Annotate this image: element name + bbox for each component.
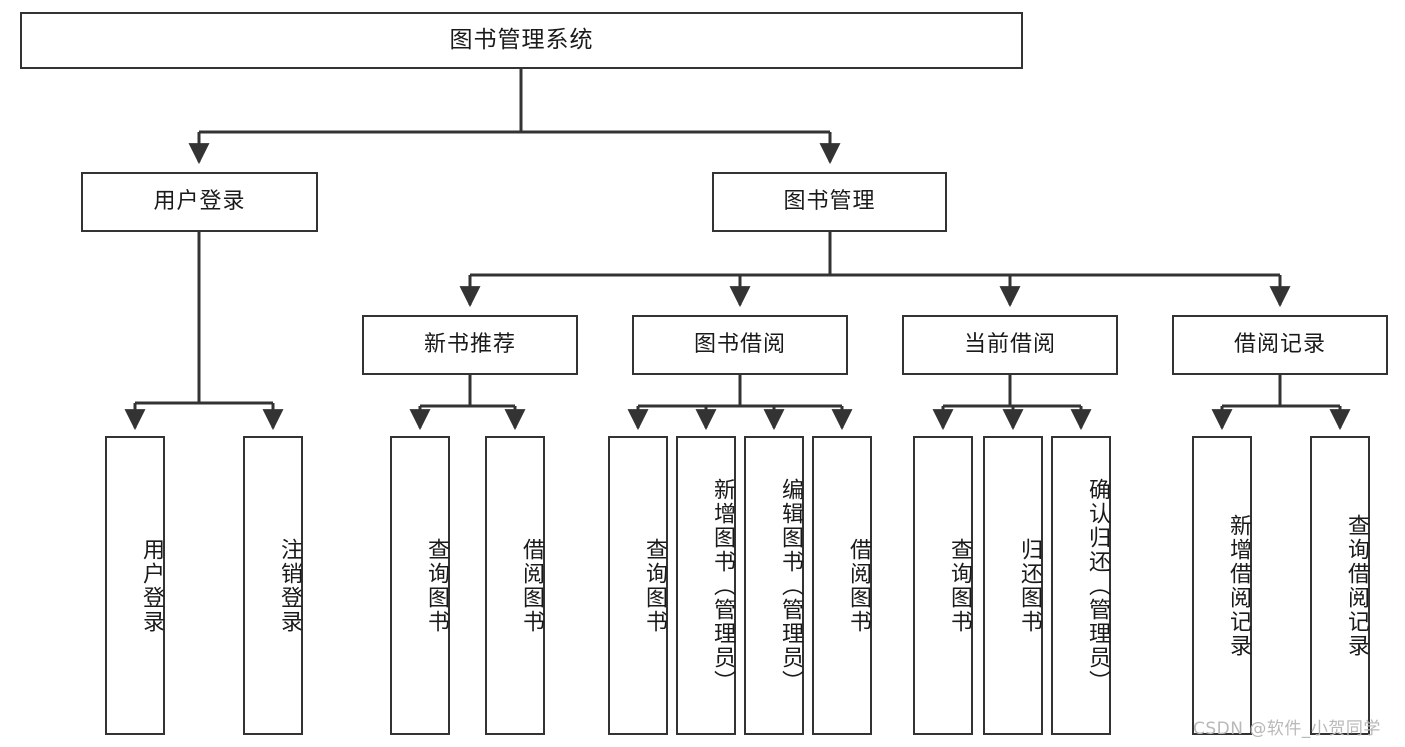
leaf-edit-book-admin[interactable]: 编辑图书（管理员） — [744, 436, 804, 735]
node-current-borrow-label: 当前借阅 — [963, 331, 1056, 357]
leaf-user-login[interactable]: 用户登录 — [105, 436, 165, 735]
node-current-borrow[interactable]: 当前借阅 — [902, 315, 1118, 375]
leaf-query-books-current-label: 查询图书 — [947, 537, 972, 634]
leaf-borrow-books-newbook[interactable]: 借阅图书 — [485, 436, 545, 735]
node-root[interactable]: 图书管理系统 — [20, 12, 1023, 69]
leaf-return-books[interactable]: 归还图书 — [983, 436, 1043, 735]
leaf-borrow-books-label: 借阅图书 — [846, 537, 871, 634]
leaf-query-books-newbook[interactable]: 查询图书 — [390, 436, 450, 735]
leaf-add-borrow-record[interactable]: 新增借阅记录 — [1192, 436, 1252, 735]
node-book-management[interactable]: 图书管理 — [712, 172, 947, 232]
node-user-login-label: 用户登录 — [153, 188, 246, 214]
leaf-confirm-return-admin-label: 确认归还（管理员） — [1085, 477, 1110, 694]
node-new-book-recommend-label: 新书推荐 — [423, 331, 516, 357]
leaf-borrow-books-newbook-label: 借阅图书 — [519, 537, 544, 634]
node-book-management-label: 图书管理 — [783, 188, 876, 214]
node-new-book-recommend[interactable]: 新书推荐 — [362, 315, 578, 375]
leaf-logout-label: 注销登录 — [277, 537, 302, 634]
leaf-add-book-admin-label: 新增图书（管理员） — [710, 477, 735, 694]
leaf-query-borrow-record-label: 查询借阅记录 — [1344, 513, 1369, 658]
leaf-query-books-newbook-label: 查询图书 — [424, 537, 449, 634]
node-borrow-record[interactable]: 借阅记录 — [1172, 315, 1388, 375]
leaf-return-books-label: 归还图书 — [1017, 537, 1042, 634]
leaf-add-book-admin[interactable]: 新增图书（管理员） — [676, 436, 736, 735]
leaf-confirm-return-admin[interactable]: 确认归还（管理员） — [1051, 436, 1111, 735]
csdn-watermark: CSDN @软件_小贺同学 — [1193, 719, 1381, 739]
node-book-borrow-label: 图书借阅 — [693, 331, 786, 357]
node-book-borrow[interactable]: 图书借阅 — [632, 315, 848, 375]
leaf-query-books-borrow-label: 查询图书 — [642, 537, 667, 634]
leaf-query-books-current[interactable]: 查询图书 — [913, 436, 973, 735]
leaf-edit-book-admin-label: 编辑图书（管理员） — [778, 477, 803, 694]
leaf-add-borrow-record-label: 新增借阅记录 — [1226, 513, 1251, 658]
leaf-query-borrow-record[interactable]: 查询借阅记录 — [1310, 436, 1370, 735]
leaf-borrow-books[interactable]: 借阅图书 — [812, 436, 872, 735]
node-user-login[interactable]: 用户登录 — [81, 172, 318, 232]
node-root-label: 图书管理系统 — [449, 26, 594, 53]
leaf-logout[interactable]: 注销登录 — [243, 436, 303, 735]
leaf-user-login-label: 用户登录 — [139, 537, 164, 634]
leaf-query-books-borrow[interactable]: 查询图书 — [608, 436, 668, 735]
node-borrow-record-label: 借阅记录 — [1233, 331, 1326, 357]
